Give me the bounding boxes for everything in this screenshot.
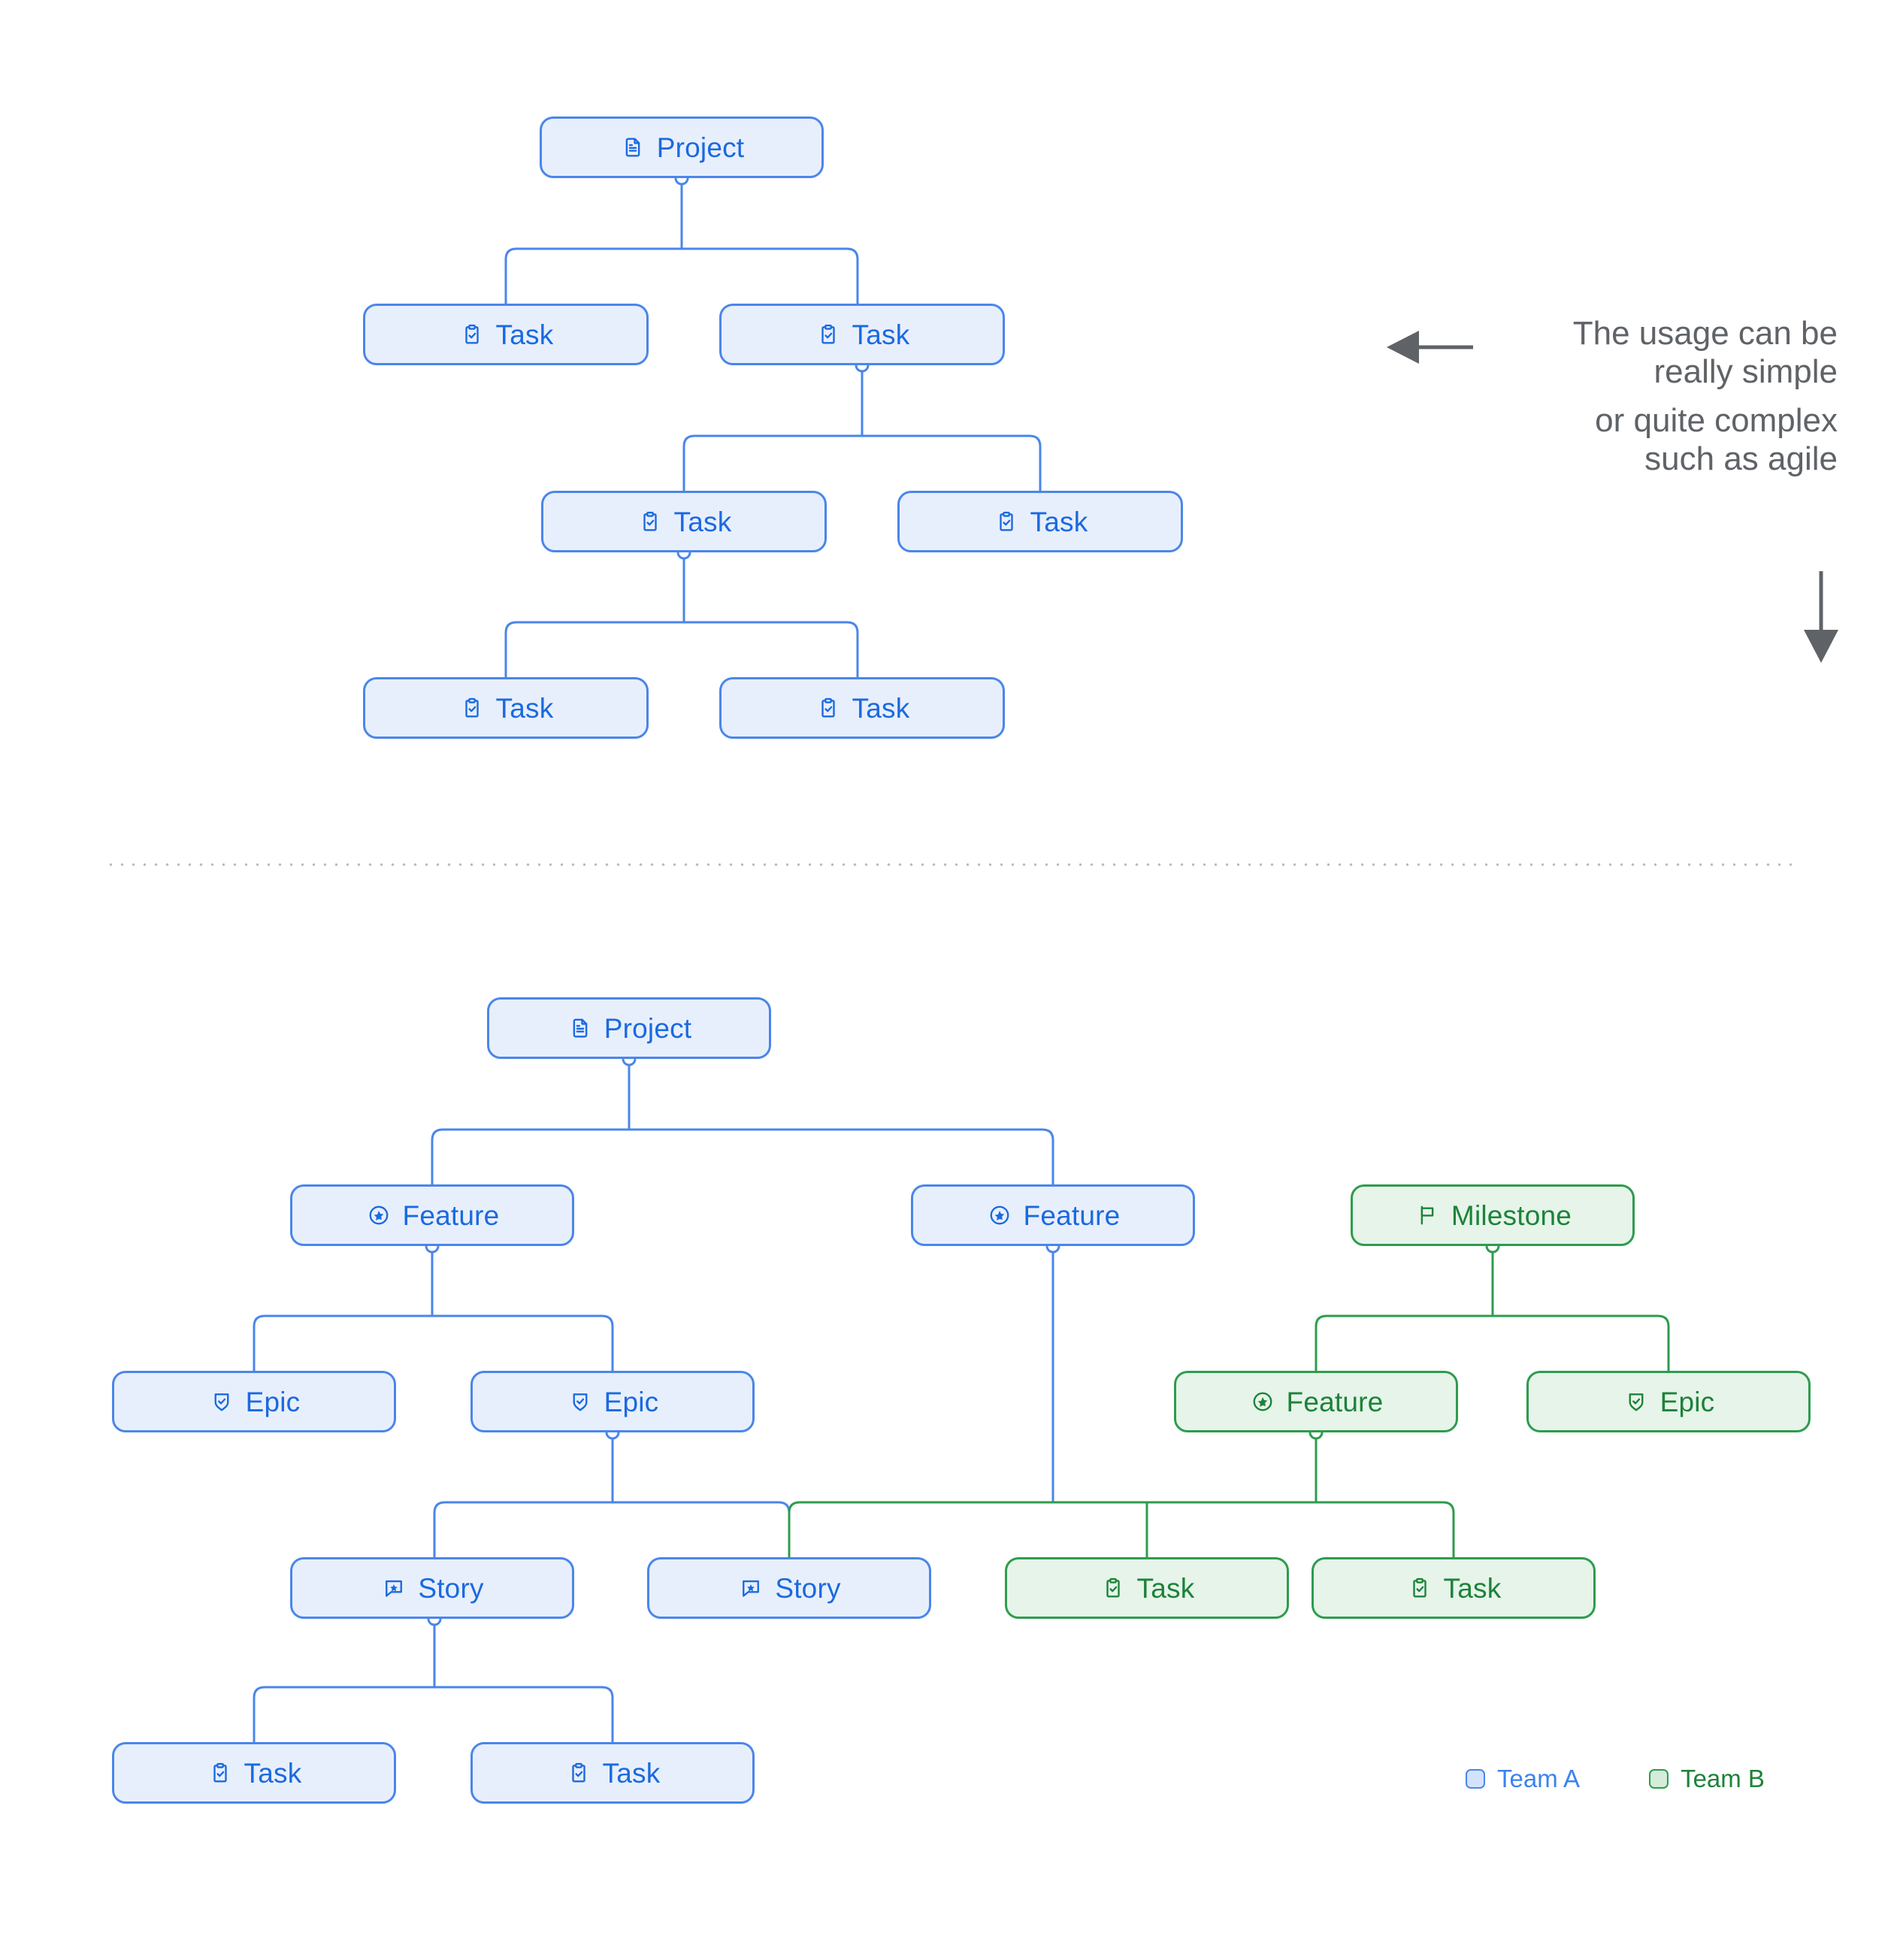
- annotation-text: The usage can be really simple or quite …: [1499, 314, 1838, 478]
- node-label: Task: [673, 506, 732, 537]
- shield-check-icon: [208, 1388, 235, 1415]
- clipboard-check-icon: [207, 1759, 234, 1786]
- node-label: Task: [495, 692, 554, 724]
- node-label: Project: [604, 1012, 692, 1044]
- edge-bus-tasks-2: [682, 434, 1042, 491]
- legend-item-team-b: Team B: [1649, 1765, 1765, 1793]
- clipboard-check-icon: [637, 508, 664, 535]
- edge-bus-tasks-3: [504, 621, 859, 677]
- node-epic[interactable]: Epic: [1526, 1371, 1811, 1432]
- clipboard-check-icon: [815, 321, 842, 348]
- node-label: Task: [495, 319, 554, 350]
- annotation-line-2: really simple: [1653, 353, 1838, 391]
- edge-a-bus-stories: [433, 1501, 791, 1557]
- node-label: Task: [1030, 506, 1088, 537]
- node-label: Feature: [1023, 1199, 1121, 1231]
- node-label: Task: [244, 1757, 302, 1789]
- node-task[interactable]: Task: [719, 304, 1005, 365]
- node-label: Task: [852, 319, 910, 350]
- annotation-line-4: such as agile: [1644, 440, 1838, 478]
- team-b-swatch: [1649, 1769, 1669, 1789]
- node-epic[interactable]: Epic: [470, 1371, 755, 1432]
- annotation-line-1: The usage can be: [1572, 315, 1838, 352]
- team-a-label: Team A: [1497, 1765, 1581, 1792]
- annotation-line-3: or quite complex: [1595, 402, 1838, 440]
- node-project[interactable]: Project: [487, 997, 771, 1059]
- shield-check-icon: [1623, 1388, 1650, 1415]
- node-task[interactable]: Task: [470, 1742, 755, 1804]
- node-label: Story: [775, 1572, 841, 1604]
- node-label: Epic: [1659, 1386, 1715, 1417]
- node-task[interactable]: Task: [112, 1742, 396, 1804]
- node-label: Project: [656, 132, 745, 163]
- node-epic[interactable]: Epic: [112, 1371, 396, 1432]
- comment-star-icon: [737, 1574, 764, 1602]
- clipboard-check-icon: [458, 694, 486, 721]
- edge-a-bus-btasks: [253, 1686, 614, 1742]
- flag-icon: [1414, 1202, 1441, 1229]
- edge-a-bus-ms-children: [1315, 1314, 1670, 1371]
- node-label: Story: [418, 1572, 484, 1604]
- clipboard-check-icon: [565, 1759, 592, 1786]
- clipboard-check-icon: [1100, 1574, 1127, 1602]
- comment-star-icon: [380, 1574, 407, 1602]
- node-label: Feature: [1286, 1386, 1384, 1417]
- node-story[interactable]: Story: [290, 1557, 574, 1619]
- arrow-down-head: [1804, 630, 1838, 663]
- node-story[interactable]: Story: [647, 1557, 931, 1619]
- team-a-swatch: [1466, 1769, 1485, 1789]
- document-icon: [619, 134, 646, 161]
- node-feature[interactable]: Feature: [290, 1184, 574, 1246]
- team-b-label: Team B: [1681, 1765, 1765, 1792]
- node-label: Task: [852, 692, 910, 724]
- shield-check-icon: [567, 1388, 594, 1415]
- node-feature[interactable]: Feature: [1174, 1371, 1458, 1432]
- node-milestone[interactable]: Milestone: [1351, 1184, 1635, 1246]
- legend-item-team-a: Team A: [1466, 1765, 1580, 1793]
- node-project[interactable]: Project: [540, 116, 824, 178]
- node-task[interactable]: Task: [719, 677, 1005, 739]
- edge-bus-tasks-1: [504, 247, 859, 304]
- legend: Team A Team B: [1466, 1765, 1765, 1793]
- node-feature[interactable]: Feature: [911, 1184, 1195, 1246]
- node-label: Milestone: [1451, 1199, 1572, 1231]
- edge-a-bus-epics: [253, 1314, 614, 1371]
- clipboard-check-icon: [993, 508, 1020, 535]
- node-task[interactable]: Task: [1005, 1557, 1289, 1619]
- node-task[interactable]: Task: [363, 304, 649, 365]
- node-task[interactable]: Task: [1312, 1557, 1596, 1619]
- node-label: Task: [1136, 1572, 1195, 1604]
- arrow-left-head: [1387, 331, 1419, 364]
- node-task[interactable]: Task: [363, 677, 649, 739]
- annotation-spacer: [1499, 391, 1838, 401]
- node-label: Task: [1443, 1572, 1502, 1604]
- node-task[interactable]: Task: [897, 491, 1183, 552]
- clipboard-check-icon: [815, 694, 842, 721]
- section-divider: [105, 863, 1798, 867]
- node-label: Task: [602, 1757, 661, 1789]
- edge-a-bus-features: [431, 1128, 1054, 1184]
- edge-a-green-bus: [788, 1501, 1455, 1557]
- node-label: Epic: [245, 1386, 301, 1417]
- node-label: Epic: [604, 1386, 659, 1417]
- star-circle-icon: [1249, 1388, 1276, 1415]
- star-circle-icon: [986, 1202, 1013, 1229]
- node-task[interactable]: Task: [541, 491, 827, 552]
- node-label: Feature: [402, 1199, 500, 1231]
- document-icon: [567, 1015, 594, 1042]
- clipboard-check-icon: [458, 321, 486, 348]
- star-circle-icon: [365, 1202, 392, 1229]
- clipboard-check-icon: [1406, 1574, 1433, 1602]
